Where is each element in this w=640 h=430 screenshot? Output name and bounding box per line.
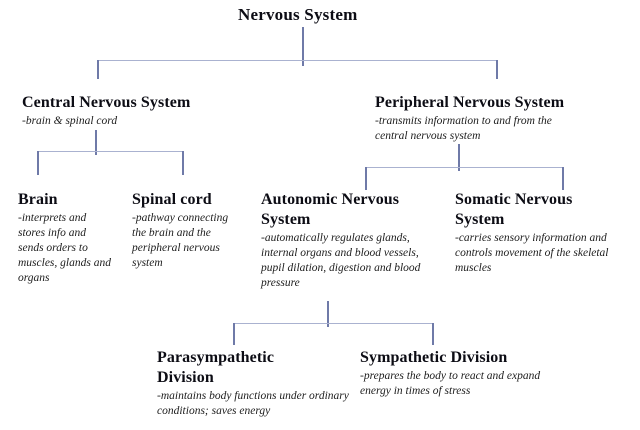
- node-description: -interprets and stores info and sends or…: [18, 212, 111, 284]
- connector-to-somatic: [562, 167, 564, 190]
- node-heading: Somatic Nervous System: [455, 191, 573, 228]
- connector-autonomic-crossbar: [233, 323, 432, 324]
- node-description: -transmits information to and from the c…: [375, 115, 552, 142]
- connector-autonomic-stem: [327, 301, 329, 327]
- node-description: -automatically regulates glands, interna…: [261, 232, 421, 289]
- connector-pns-crossbar: [365, 167, 562, 168]
- connector-pns-stem: [458, 144, 460, 171]
- connector-to-brain: [37, 151, 39, 175]
- node-heading: Autonomic Nervous System: [261, 191, 400, 228]
- node-brain: Brain -interprets and stores info and se…: [18, 190, 114, 286]
- connector-to-spinal: [182, 151, 184, 175]
- connector-to-sympathetic: [432, 323, 434, 345]
- connector-to-autonomic: [365, 167, 367, 190]
- node-peripheral-nervous-system: Peripheral Nervous System -transmits inf…: [375, 93, 587, 144]
- node-parasympathetic-division: Parasympathetic Division -maintains body…: [157, 348, 349, 419]
- node-description: -brain & spinal cord: [22, 115, 118, 127]
- node-description: -carries sensory information and control…: [455, 232, 609, 274]
- connector-root-stem: [302, 27, 304, 66]
- node-description: -maintains body functions under ordinary…: [157, 390, 349, 417]
- connector-root-crossbar: [97, 60, 497, 61]
- node-heading: Sympathetic Division: [360, 349, 508, 366]
- diagram-title: Nervous System: [238, 5, 358, 24]
- connector-to-cns: [97, 60, 99, 79]
- connector-cns-crossbar: [37, 151, 183, 152]
- node-sympathetic-division: Sympathetic Division -prepares the body …: [360, 348, 550, 399]
- connector-to-parasympathetic: [233, 323, 235, 345]
- node-description: -prepares the body to react and expand e…: [360, 370, 541, 397]
- node-heading: Peripheral Nervous System: [375, 94, 565, 111]
- node-description: -pathway connecting the brain and the pe…: [132, 212, 229, 269]
- node-heading: Spinal cord: [132, 191, 212, 208]
- connector-cns-stem: [95, 130, 97, 155]
- node-heading: Central Nervous System: [22, 94, 191, 111]
- node-spinal-cord: Spinal cord -pathway connecting the brai…: [132, 190, 236, 271]
- node-heading: Brain: [18, 191, 58, 208]
- node-central-nervous-system: Central Nervous System -brain & spinal c…: [22, 93, 227, 129]
- node-autonomic-nervous-system: Autonomic Nervous System -automatically …: [261, 190, 443, 291]
- connector-to-pns: [496, 60, 498, 79]
- node-heading: Parasympathetic Division: [157, 349, 275, 386]
- node-somatic-nervous-system: Somatic Nervous System -carries sensory …: [455, 190, 640, 276]
